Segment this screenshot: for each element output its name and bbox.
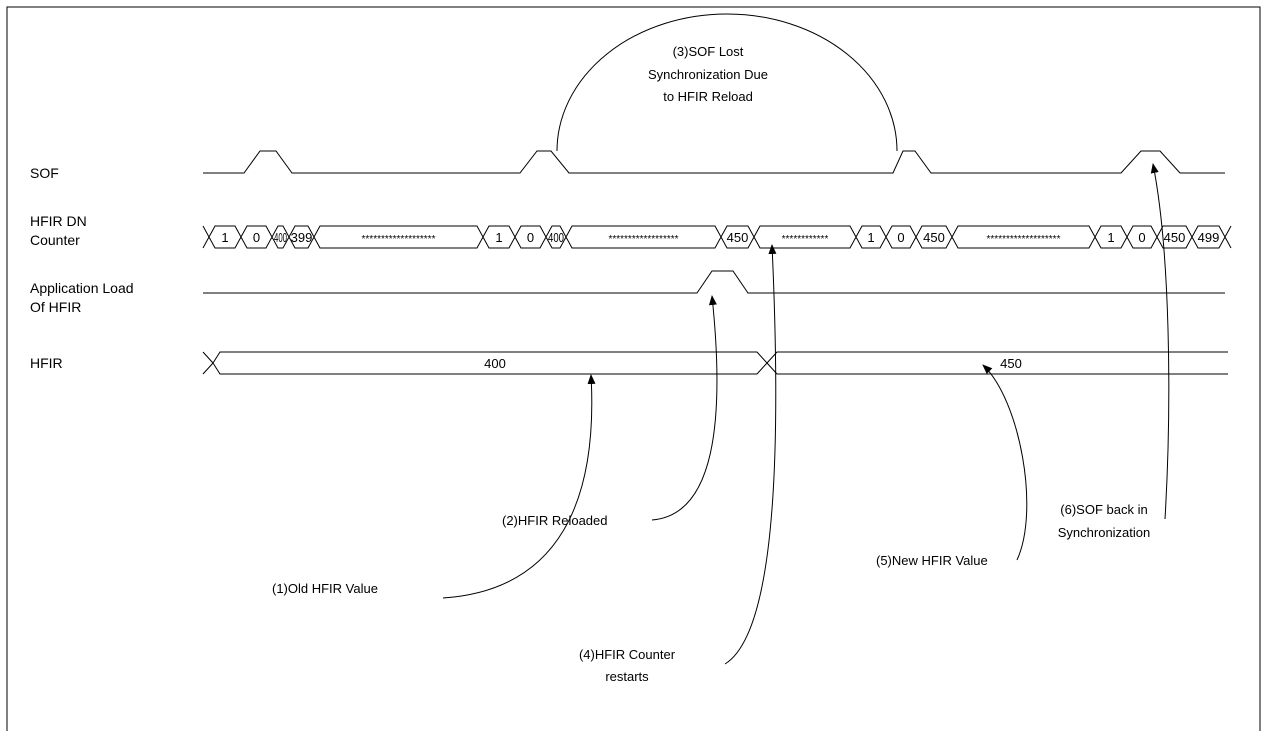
- counter-value: *******************: [362, 234, 436, 245]
- counter-value: 0: [1138, 230, 1145, 245]
- sof-waveform: [203, 150, 1225, 174]
- app-load-label-line2: Of HFIR: [30, 299, 81, 315]
- callout-1-arrow: [442, 374, 596, 599]
- annotation-sof-back-line2: Synchronization: [1058, 525, 1151, 540]
- diagram-border: [6, 6, 1261, 731]
- counter-value: *******************: [987, 234, 1061, 245]
- callout-2-arrow: [651, 295, 718, 521]
- counter-value: 450: [1164, 230, 1186, 245]
- counter-value: 0: [897, 230, 904, 245]
- counter-value: 1: [221, 230, 228, 245]
- app-load-label-line1: Application Load: [30, 280, 134, 296]
- counter-value: 450: [727, 230, 749, 245]
- counter-value: 1: [867, 230, 874, 245]
- annotation-counter-restarts-line1: (4)HFIR Counter: [579, 647, 676, 662]
- annotation-sof-lost-line2: Synchronization Due: [648, 67, 768, 82]
- counter-value: ******************: [608, 234, 678, 245]
- hfir-new-value: 450: [1000, 356, 1022, 371]
- app-load-waveform: [203, 270, 1225, 294]
- annotation-old-hfir-value: (1)Old HFIR Value: [272, 581, 378, 596]
- annotation-new-hfir-value: (5)New HFIR Value: [876, 553, 988, 568]
- hfir-bus: [202, 351, 1228, 375]
- counter-value: 499: [1198, 230, 1220, 245]
- hfir-label: HFIR: [30, 355, 63, 371]
- counter-bus-outline: [202, 225, 1232, 249]
- callout-5-arrow: [982, 364, 1028, 561]
- counter-value: 0: [527, 230, 534, 245]
- sof-label: SOF: [30, 165, 59, 181]
- counter-value: ************: [782, 234, 829, 245]
- counter-value: 450: [923, 230, 945, 245]
- counter-value: 400: [274, 230, 287, 245]
- annotation-sof-back-line1: (6)SOF back in: [1060, 502, 1147, 517]
- annotation-hfir-reloaded: (2)HFIR Reloaded: [502, 513, 608, 528]
- annotation-sof-lost-line3: to HFIR Reload: [663, 89, 753, 104]
- hfir-dn-counter-label-line1: HFIR DN: [30, 213, 87, 229]
- counter-value: 399: [291, 230, 313, 245]
- hfir-old-value: 400: [484, 356, 506, 371]
- counter-value: 1: [1107, 230, 1114, 245]
- hfir-dn-counter-label-line2: Counter: [30, 232, 80, 248]
- counter-value: 0: [253, 230, 260, 245]
- annotation-counter-restarts-line2: restarts: [605, 669, 649, 684]
- annotation-sof-lost-line1: (3)SOF Lost: [673, 44, 744, 59]
- counter-value: 1: [495, 230, 502, 245]
- callout-4-arrow: [724, 244, 777, 665]
- hfir-dn-counter-bus: 1 0 400 399 ******************* 1 0 400 ********…: [202, 225, 1232, 249]
- sof-lost-sync-arc: [556, 13, 898, 152]
- callout-6-arrow: [1150, 163, 1170, 520]
- counter-value: 400: [548, 230, 564, 245]
